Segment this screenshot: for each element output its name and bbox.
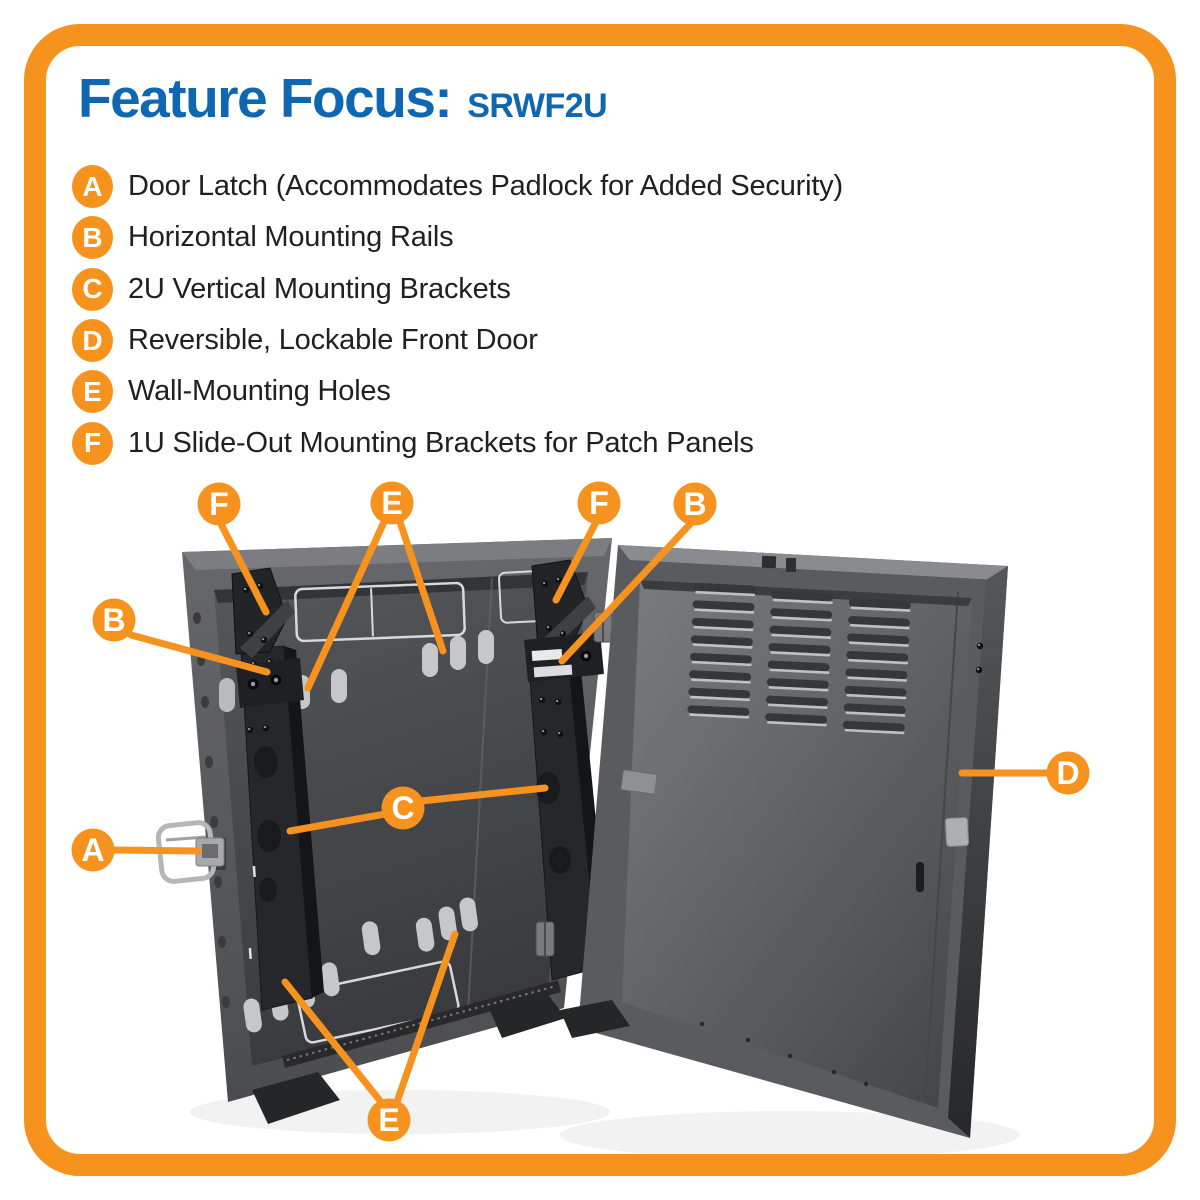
- svg-text:B: B: [683, 486, 706, 522]
- leader-line-C: [417, 784, 549, 805]
- floor-shadow: [560, 1111, 1020, 1159]
- svg-text:A: A: [81, 832, 104, 868]
- leader-line-B-top: [558, 518, 696, 665]
- feature-label-b: Horizontal Mounting Rails: [128, 221, 454, 254]
- feature-badge-e: E: [72, 370, 113, 414]
- callout-F-top-right: F: [577, 481, 621, 525]
- feature-badge-a: A: [72, 165, 113, 209]
- cabinet-feet: [252, 992, 566, 1124]
- callout-F-top-left: F: [197, 482, 241, 526]
- lock-slot: [916, 862, 924, 892]
- feature-item-c: C 2U Vertical Mounting Brackets: [72, 264, 843, 315]
- callout-E-bottom: E: [367, 1098, 411, 1142]
- feature-badge-c: C: [72, 267, 113, 311]
- leader-line-E-top: [304, 518, 388, 692]
- callout-C: C: [381, 786, 425, 830]
- cabinet-body: [155, 538, 612, 1124]
- callout-B-top: B: [673, 482, 717, 526]
- latch-keeper: [620, 769, 658, 795]
- feature-item-f: F 1U Slide-Out Mounting Brackets for Pat…: [72, 417, 843, 468]
- callout-D: D: [1046, 751, 1090, 795]
- door-foot: [560, 1000, 630, 1038]
- leader-line-C: [286, 810, 389, 835]
- feature-label-f: 1U Slide-Out Mounting Brackets for Patch…: [128, 426, 754, 459]
- feature-label-a: Door Latch (Accommodates Padlock for Add…: [128, 170, 843, 203]
- feature-item-e: E Wall-Mounting Holes: [72, 366, 843, 417]
- svg-text:D: D: [1056, 755, 1079, 791]
- door-top-clip: [786, 558, 796, 572]
- feature-item-a: A Door Latch (Accommodates Padlock for A…: [72, 161, 843, 212]
- svg-text:C: C: [391, 790, 414, 826]
- cable-knockout-top: [294, 581, 466, 643]
- door-top-clip: [761, 555, 777, 569]
- feature-badge-b: B: [72, 216, 113, 260]
- leader-line-F-left: [216, 518, 270, 616]
- feature-badge-d: D: [72, 319, 113, 363]
- feature-item-b: B Horizontal Mounting Rails: [72, 212, 843, 263]
- svg-text:F: F: [589, 485, 609, 521]
- svg-text:B: B: [102, 602, 125, 638]
- leader-line-A: [108, 846, 202, 855]
- feature-label-e: Wall-Mounting Holes: [128, 375, 391, 408]
- svg-text:F: F: [209, 486, 229, 522]
- model-number: SRWF2U: [467, 87, 608, 125]
- page-header: Feature Focus: SRWF2U: [78, 66, 608, 130]
- slide-out-bracket-left: [231, 567, 295, 658]
- svg-text:E: E: [378, 1102, 399, 1138]
- leader-line-B-left: [127, 631, 271, 676]
- feature-badge-f: F: [72, 421, 113, 465]
- feature-label-c: 2U Vertical Mounting Brackets: [128, 272, 511, 305]
- door-bottom-screws: [699, 1021, 869, 1087]
- page-title: Feature Focus:: [78, 67, 453, 129]
- callout-E-top: E: [370, 481, 414, 525]
- svg-text:E: E: [381, 485, 402, 521]
- callout-badges: F E F B B A C: [71, 481, 1090, 1142]
- leader-line-E-bottom: [281, 978, 385, 1106]
- callout-A: A: [71, 828, 115, 872]
- vertical-bracket-left: [240, 645, 324, 1011]
- door-lock-block: [944, 817, 970, 847]
- flange-holes: [193, 612, 230, 1008]
- door-latch: [155, 820, 226, 884]
- feature-label-d: Reversible, Lockable Front Door: [128, 324, 538, 357]
- front-door: [560, 545, 1008, 1138]
- leader-line-E-top: [396, 518, 447, 655]
- leader-line-F-right: [552, 518, 600, 604]
- feature-list: A Door Latch (Accommodates Padlock for A…: [72, 161, 843, 469]
- feature-item-d: D Reversible, Lockable Front Door: [72, 315, 843, 366]
- leader-lines: [108, 518, 1052, 1106]
- leader-line-E-bottom: [393, 930, 459, 1106]
- cable-knockout-bottom: [296, 960, 460, 1044]
- callout-B-left: B: [92, 598, 136, 642]
